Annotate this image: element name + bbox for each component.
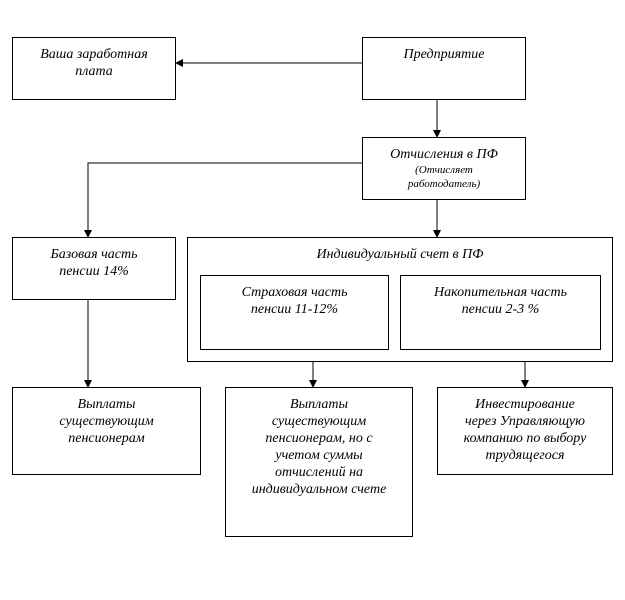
deductions-note: (Отчисляет работодатель) [407,164,481,190]
enterprise-label: Предприятие [403,47,485,62]
funded-part-label: Накопительная часть пенсии 2-3 % [434,285,567,317]
investment-box: Инвестирование через Управляющую компани… [437,387,613,475]
insurance-part-label: Страховая часть пенсии 11-12% [241,285,348,317]
deductions-box: Отчисления в ПФ (Отчисляет работодатель) [362,137,526,200]
individual-account-label: Индивидуальный счет в ПФ [316,247,484,262]
base-part-box: Базовая часть пенсии 14% [12,237,176,300]
payments-individual-label: Выплаты существующим пенсионерам, но с у… [251,397,387,497]
salary-box: Ваша заработная плата [12,37,176,100]
edge-deductions-to-base-part [84,162,362,238]
insurance-part-box: Страховая часть пенсии 11-12% [200,275,389,350]
deductions-label: Отчисления в ПФ [390,147,498,162]
salary-label: Ваша заработная плата [40,47,148,79]
enterprise-box: Предприятие [362,37,526,100]
base-part-label: Базовая часть пенсии 14% [50,247,138,279]
funded-part-box: Накопительная часть пенсии 2-3 % [400,275,601,350]
payments-current-box: Выплаты существующим пенсионерам [12,387,201,475]
payments-individual-box: Выплаты существующим пенсионерам, но с у… [225,387,413,537]
payments-current-label: Выплаты существующим пенсионерам [59,397,154,446]
investment-label: Инвестирование через Управляющую компани… [463,397,587,463]
